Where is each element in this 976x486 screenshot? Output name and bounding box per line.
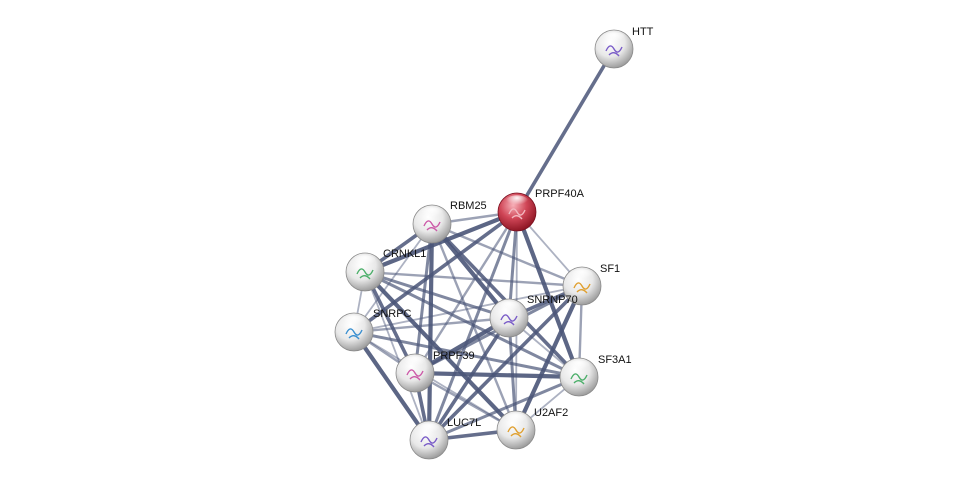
protein-structure-icon [420,436,438,448]
edge-crnkl1-u2af2 [362,269,519,433]
protein-structure-icon [570,373,588,385]
edge-htt-prpf40a [515,47,616,214]
edge-crnkl1-luc7l [364,271,430,441]
node-label: RBM25 [450,200,487,212]
node-label: U2AF2 [534,407,568,419]
node-highlight [570,269,594,283]
edge-crnkl1-snrnp70 [363,270,511,320]
node-sf3a1[interactable]: SF3A1 [559,354,632,397]
edge-prpf40a-sf3a1 [514,209,582,380]
edges-layer [351,47,616,443]
node-htt[interactable]: HTT [594,26,654,69]
node-prpf40a[interactable]: PRPF40A [497,188,585,232]
node-label: SF3A1 [598,354,632,366]
protein-structure-icon [500,314,518,326]
edge-snrpc-luc7l [351,329,432,443]
protein-structure-icon [345,328,363,340]
edge-sf1-u2af2 [513,283,585,433]
node-label: PRPF39 [433,350,475,362]
node-highlight [497,301,521,315]
node-highlight [567,360,591,374]
protein-structure-icon [507,426,525,438]
node-rbm25[interactable]: RBM25 [412,200,487,244]
edge-crnkl1-sf1 [363,270,584,288]
node-label: HTT [632,26,654,38]
node-label: PRPF40A [535,188,585,200]
node-label: CRNKL1 [383,248,426,260]
edge-sf1-snrpc [353,285,583,333]
node-highlight [420,207,444,221]
edge-sf3a1-luc7l [427,375,581,442]
protein-structure-icon [406,369,424,381]
protein-structure-icon [508,208,526,220]
node-highlight [417,423,441,437]
node-highlight [504,413,528,427]
node-highlight [505,195,529,209]
edge-rbm25-sf1 [430,222,584,288]
edge-snrnp70-luc7l [427,316,511,442]
edge-rbm25-snrpc [353,223,433,333]
edge-snrnp70-snrpc [352,316,511,334]
node-label: LUC7L [447,417,481,429]
protein-structure-icon [573,282,591,294]
node-label: SNRNP70 [527,294,578,306]
node-u2af2[interactable]: U2AF2 [496,407,568,450]
node-label: SNRPC [373,308,412,320]
node-highlight [353,255,377,269]
protein-structure-icon [423,220,441,232]
node-sf1[interactable]: SF1 [562,263,620,306]
node-crnkl1[interactable]: CRNKL1 [345,248,426,292]
node-highlight [403,356,427,370]
edge-prpf40a-crnkl1 [362,209,520,275]
node-label: SF1 [600,263,620,275]
edge-rbm25-luc7l [426,221,435,443]
node-snrnp70[interactable]: SNRNP70 [489,294,578,338]
edge-crnkl1-sf3a1 [363,270,581,379]
node-snrpc[interactable]: SNRPC [334,308,412,352]
edge-snrpc-sf3a1 [352,330,581,379]
node-highlight [342,315,366,329]
edge-rbm25-prpf39 [413,222,434,375]
protein-structure-icon [356,268,374,280]
protein-structure-icon [605,45,623,57]
node-luc7l[interactable]: LUC7L [409,417,481,460]
edge-prpf39-sf3a1 [412,370,582,380]
node-prpf39[interactable]: PRPF39 [395,350,475,393]
edge-prpf40a-snrpc [352,210,519,334]
node-highlight [602,32,626,46]
